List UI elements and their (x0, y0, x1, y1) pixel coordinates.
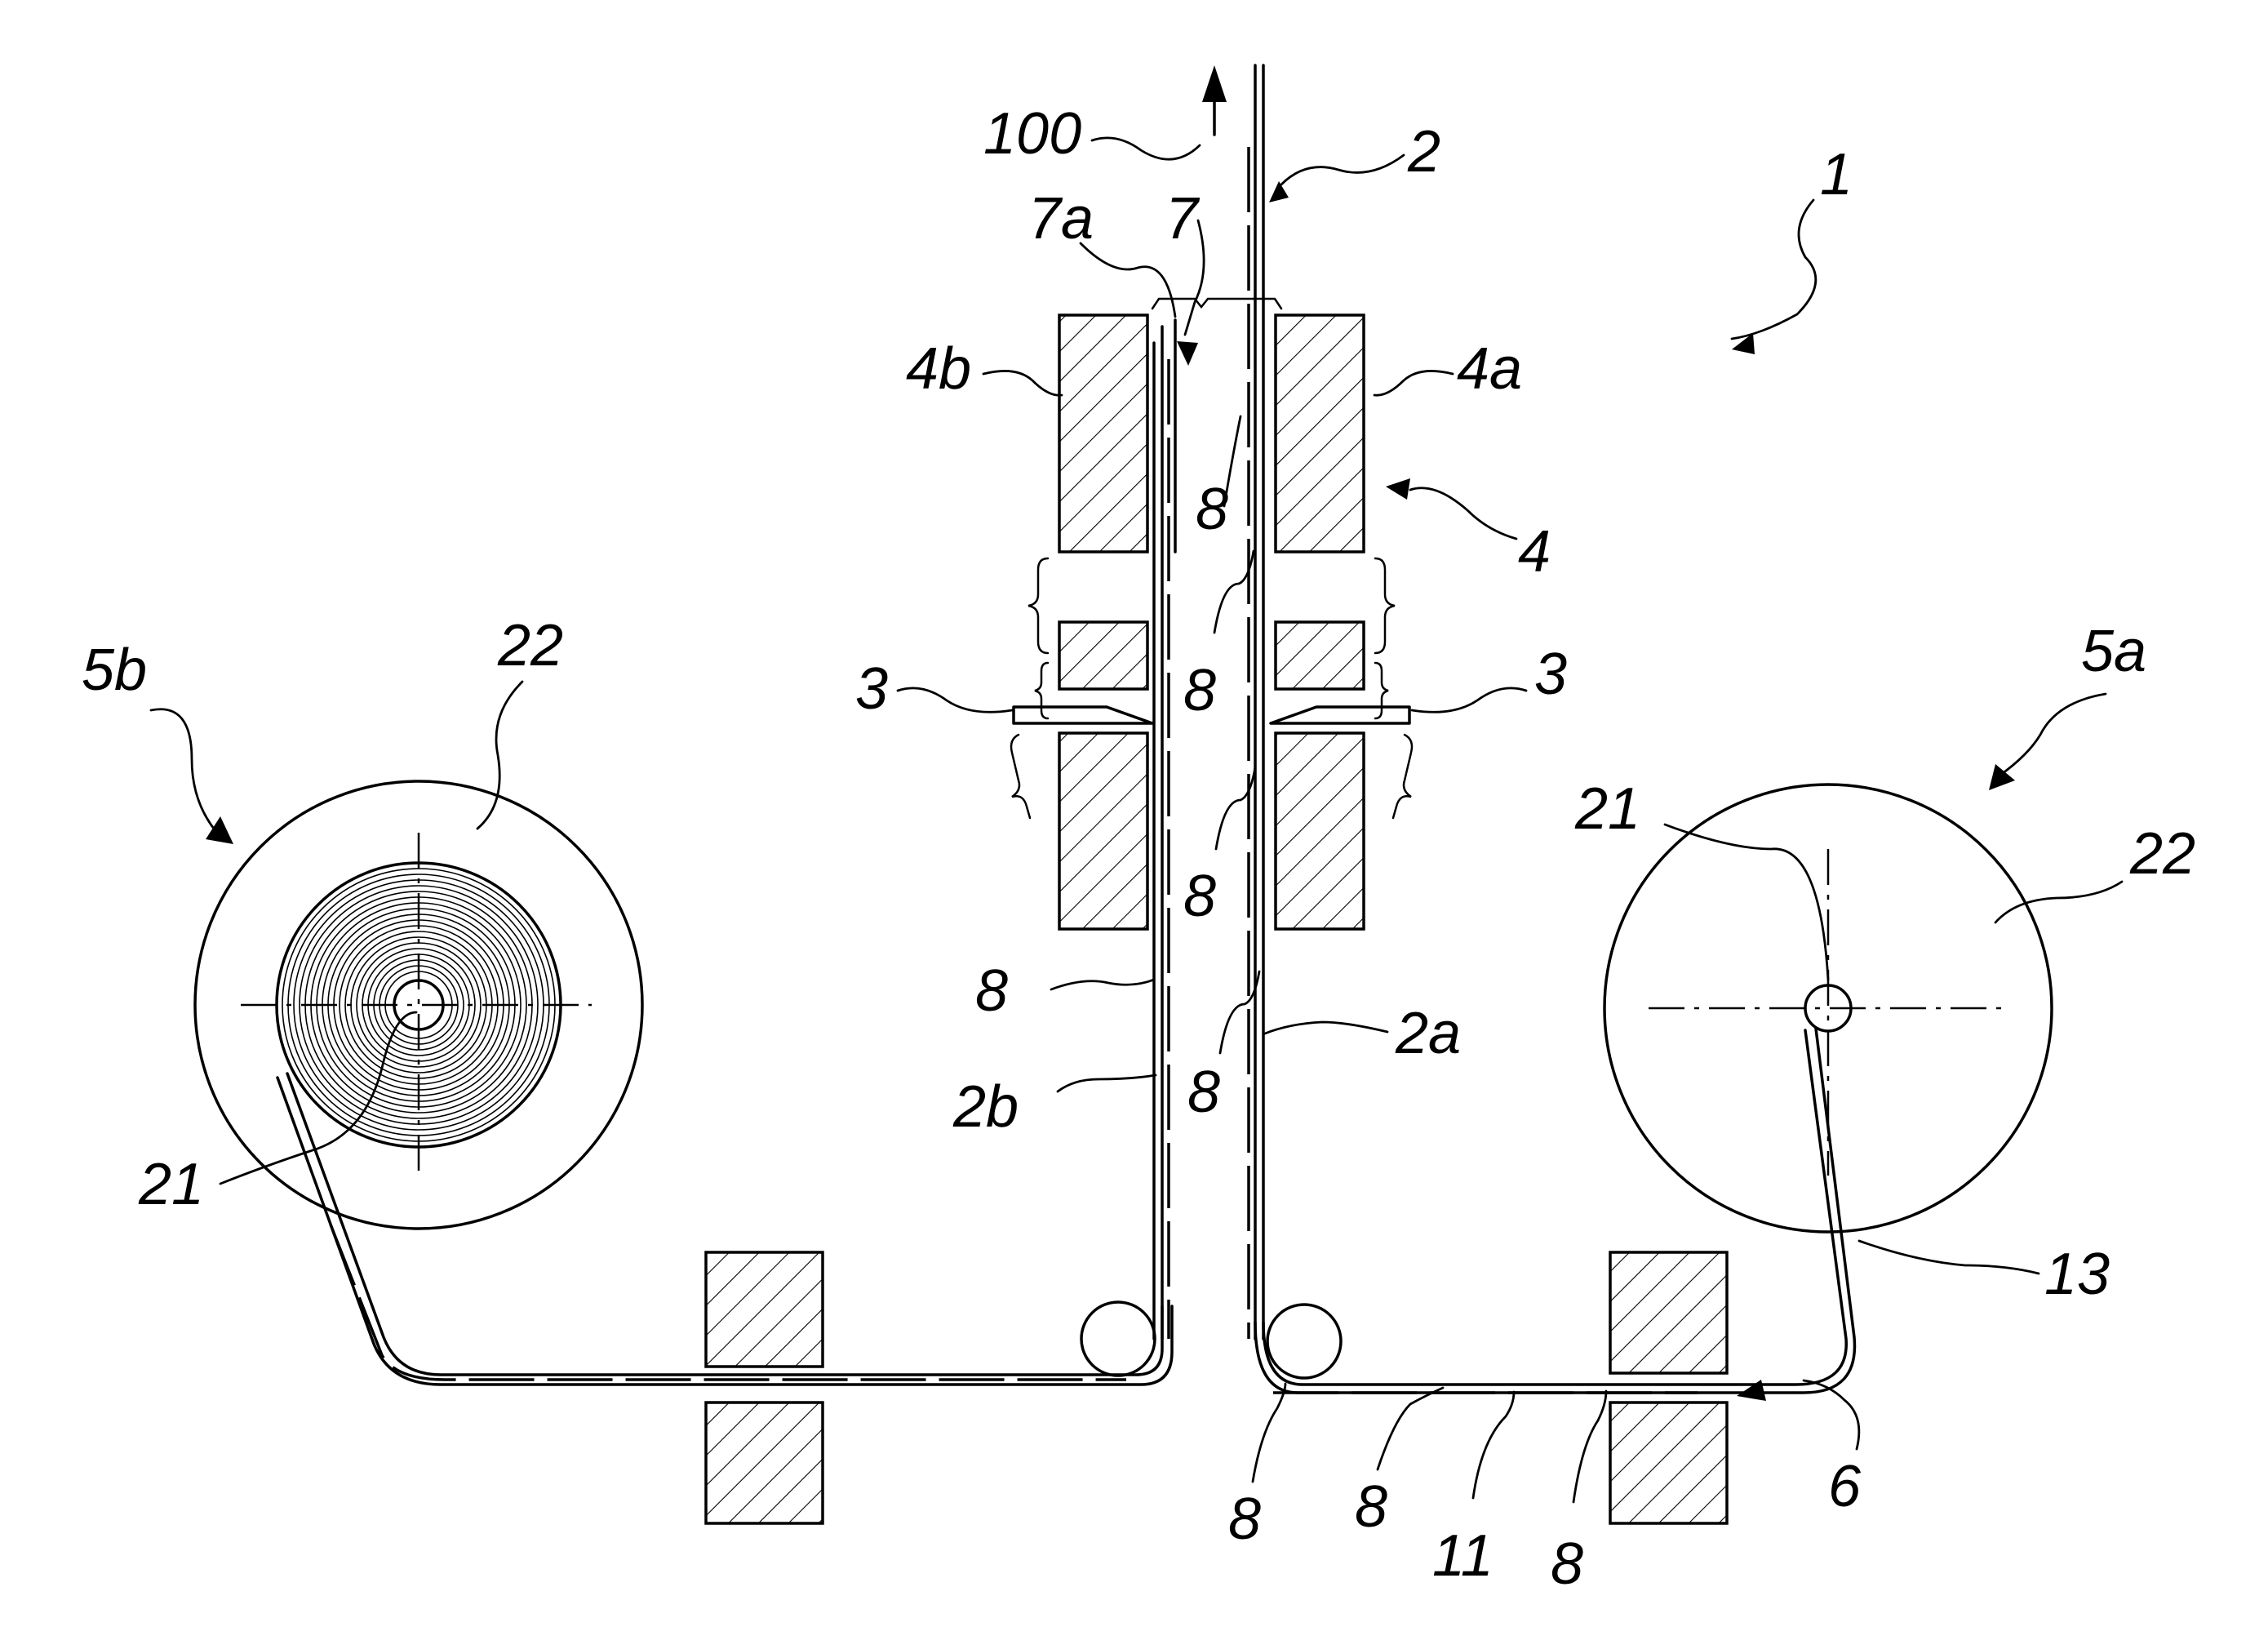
central-cutting-station (1011, 299, 1412, 929)
label-1: 1 (1820, 142, 1853, 207)
press-block-right-top (1610, 1252, 1727, 1373)
label-22-right: 22 (2129, 821, 2195, 887)
press-block-right-bottom (1610, 1403, 1727, 1523)
label-5a: 5a (2081, 619, 2146, 684)
brace-2 (1375, 558, 1395, 653)
label-2b: 2b (952, 1074, 1019, 1140)
label-2a: 2a (1395, 1001, 1461, 1066)
label-8-d: 8 (975, 958, 1008, 1024)
label-22-left: 22 (497, 613, 563, 678)
label-100: 100 (983, 101, 1081, 167)
direction-arrow-100 (1202, 65, 1227, 135)
label-4: 4 (1518, 519, 1551, 585)
block-mid-left (1059, 622, 1147, 689)
block-mid-right (1276, 622, 1364, 689)
guide-roller-right (1267, 1305, 1341, 1378)
press-block-left-bottom (706, 1403, 823, 1523)
label-8-f: 8 (1228, 1487, 1261, 1552)
label-21-right: 21 (1574, 776, 1640, 842)
block-4a (1276, 315, 1364, 552)
label-4b: 4b (906, 336, 971, 402)
blade-right (1271, 707, 1409, 723)
blade-left (1014, 707, 1152, 723)
reel-5a (1604, 785, 2052, 1232)
label-13: 13 (2044, 1242, 2110, 1307)
block-low-right (1276, 733, 1364, 929)
brace-3 (1035, 663, 1048, 718)
brace-5 (1011, 735, 1030, 818)
label-8-g: 8 (1355, 1474, 1387, 1540)
arrow-up-icon (1202, 65, 1227, 102)
label-6: 6 (1828, 1454, 1862, 1519)
right-tape-path (1255, 1029, 1854, 1393)
label-8-c: 8 (1183, 864, 1216, 929)
reel-5b (195, 781, 642, 1229)
label-8-b: 8 (1183, 658, 1216, 723)
brace-6 (1393, 735, 1412, 818)
press-block-left-top (706, 1252, 823, 1367)
guide-roller-left (1081, 1302, 1155, 1376)
block-low-left (1059, 733, 1147, 929)
label-11: 11 (1432, 1523, 1494, 1589)
label-4a: 4a (1457, 336, 1522, 402)
label-8-a: 8 (1196, 477, 1228, 542)
label-2: 2 (1407, 119, 1440, 184)
label-21-left: 21 (138, 1152, 204, 1217)
label-5b: 5b (82, 638, 147, 703)
brace-1 (1028, 558, 1048, 653)
block-4b (1059, 315, 1147, 552)
label-8-e: 8 (1187, 1060, 1220, 1125)
label-3-left: 3 (855, 656, 888, 722)
label-8-h: 8 (1551, 1531, 1583, 1597)
label-3-right: 3 (1534, 642, 1567, 707)
label-7: 7 (1165, 186, 1201, 251)
label-7a: 7a (1028, 186, 1094, 251)
brace-4 (1375, 663, 1388, 718)
